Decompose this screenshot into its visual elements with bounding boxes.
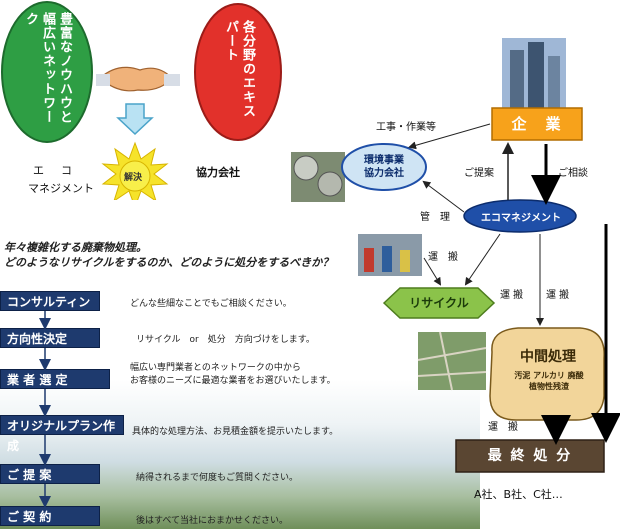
construction-label: 工事・作業等 [376, 122, 436, 133]
consultation-label: ご相談 [558, 168, 588, 179]
step-consulting: コンサルティング [0, 291, 100, 329]
intermediate-blob [489, 327, 605, 421]
concept-illustration [1, 1, 282, 200]
arrow-workers-to-recycle [423, 257, 442, 286]
recycle-label: リサイクル [409, 296, 469, 310]
sun-icon [101, 141, 169, 200]
step-contract: ご 契 約 [0, 506, 100, 526]
step-original-plan: オリジナルプラン作成 [0, 415, 124, 453]
sun-label: 解決 [124, 173, 143, 183]
eco-management-oval [463, 199, 577, 233]
companies-label: A社、B社、C社… [474, 488, 563, 501]
red-bubble-text: 各分野のエキスパート [223, 20, 255, 118]
company-label: 企 業 [511, 115, 563, 133]
eco-label-line2: マネジメント [28, 182, 94, 195]
headline-line1: 年々複雑化する廃棄物処理。 [4, 241, 147, 254]
red-bubble [194, 3, 282, 141]
down-arrow-icon [116, 103, 154, 136]
final-disposal-label: 最 終 処 分 [487, 448, 573, 464]
transport-label-1: 運 搬 [428, 252, 458, 263]
step-consulting-desc: どんな些細なことでもご相談ください。 [130, 299, 292, 309]
transport-label-4: 運 搬 [488, 422, 518, 433]
env-partner-label: 環境事業 協力会社 [364, 155, 404, 179]
env-partner-oval [341, 143, 427, 191]
step-vendor-selection: 業 者 選 定 [0, 369, 110, 389]
arrow-company-to-partner [408, 123, 491, 150]
handshake-icon [96, 66, 180, 92]
recycle-hexagon [382, 287, 496, 319]
transport-label-3: 運 搬 [546, 290, 570, 301]
arrow-eco-to-partner [422, 180, 465, 213]
eco-label-line1: エ コ [33, 164, 75, 177]
pipe-photo [291, 152, 345, 202]
green-bubble-text: 豊富なノウハウと幅広いネットワーク [23, 12, 72, 124]
final-disposal-box [455, 439, 605, 473]
step-original-plan-desc: 具体的な処理方法、お見積金額を提示いたします。 [132, 427, 339, 437]
partner-label: 協力会社 [196, 166, 240, 179]
company-box [491, 107, 583, 141]
step-vendor-selection-desc: 幅広い専門業者とのネットワークの中から お客様のニーズに最適な業者をお選びいたし… [130, 363, 336, 386]
transport-label-2: 運 搬 [500, 290, 524, 301]
arrow-eco-to-recycle [464, 233, 501, 286]
headline: 年々複雑化する廃棄物処理。 どのようなリサイクルをするのか、どのように処分をする… [4, 240, 333, 270]
eco-management-label: エコマネジメント [481, 213, 561, 224]
workers-photo [358, 234, 422, 276]
landscape-background [0, 380, 480, 529]
aerial-photo [417, 331, 487, 391]
skyscraper-photo [502, 38, 566, 108]
step-arrows [39, 311, 51, 508]
headline-line2: どのようなリサイクルをするのか、どのように処分をするべきか？ [4, 256, 334, 269]
green-bubble [1, 1, 93, 143]
proposal-label: ご提案 [464, 168, 494, 179]
step-proposal-desc: 納得されるまで何度もご質問ください。 [136, 473, 299, 483]
step-direction-desc: リサイクル or 処分 方向づけをします。 [136, 335, 315, 345]
intermediate-title: 中間処理 [520, 349, 576, 365]
step-contract-desc: 後はすべて当社におまかせください。 [136, 516, 289, 526]
intermediate-desc: 汚泥 アルカリ 廃酸 植物性残渣 [514, 371, 584, 391]
management-label: 管 理 [420, 212, 450, 223]
